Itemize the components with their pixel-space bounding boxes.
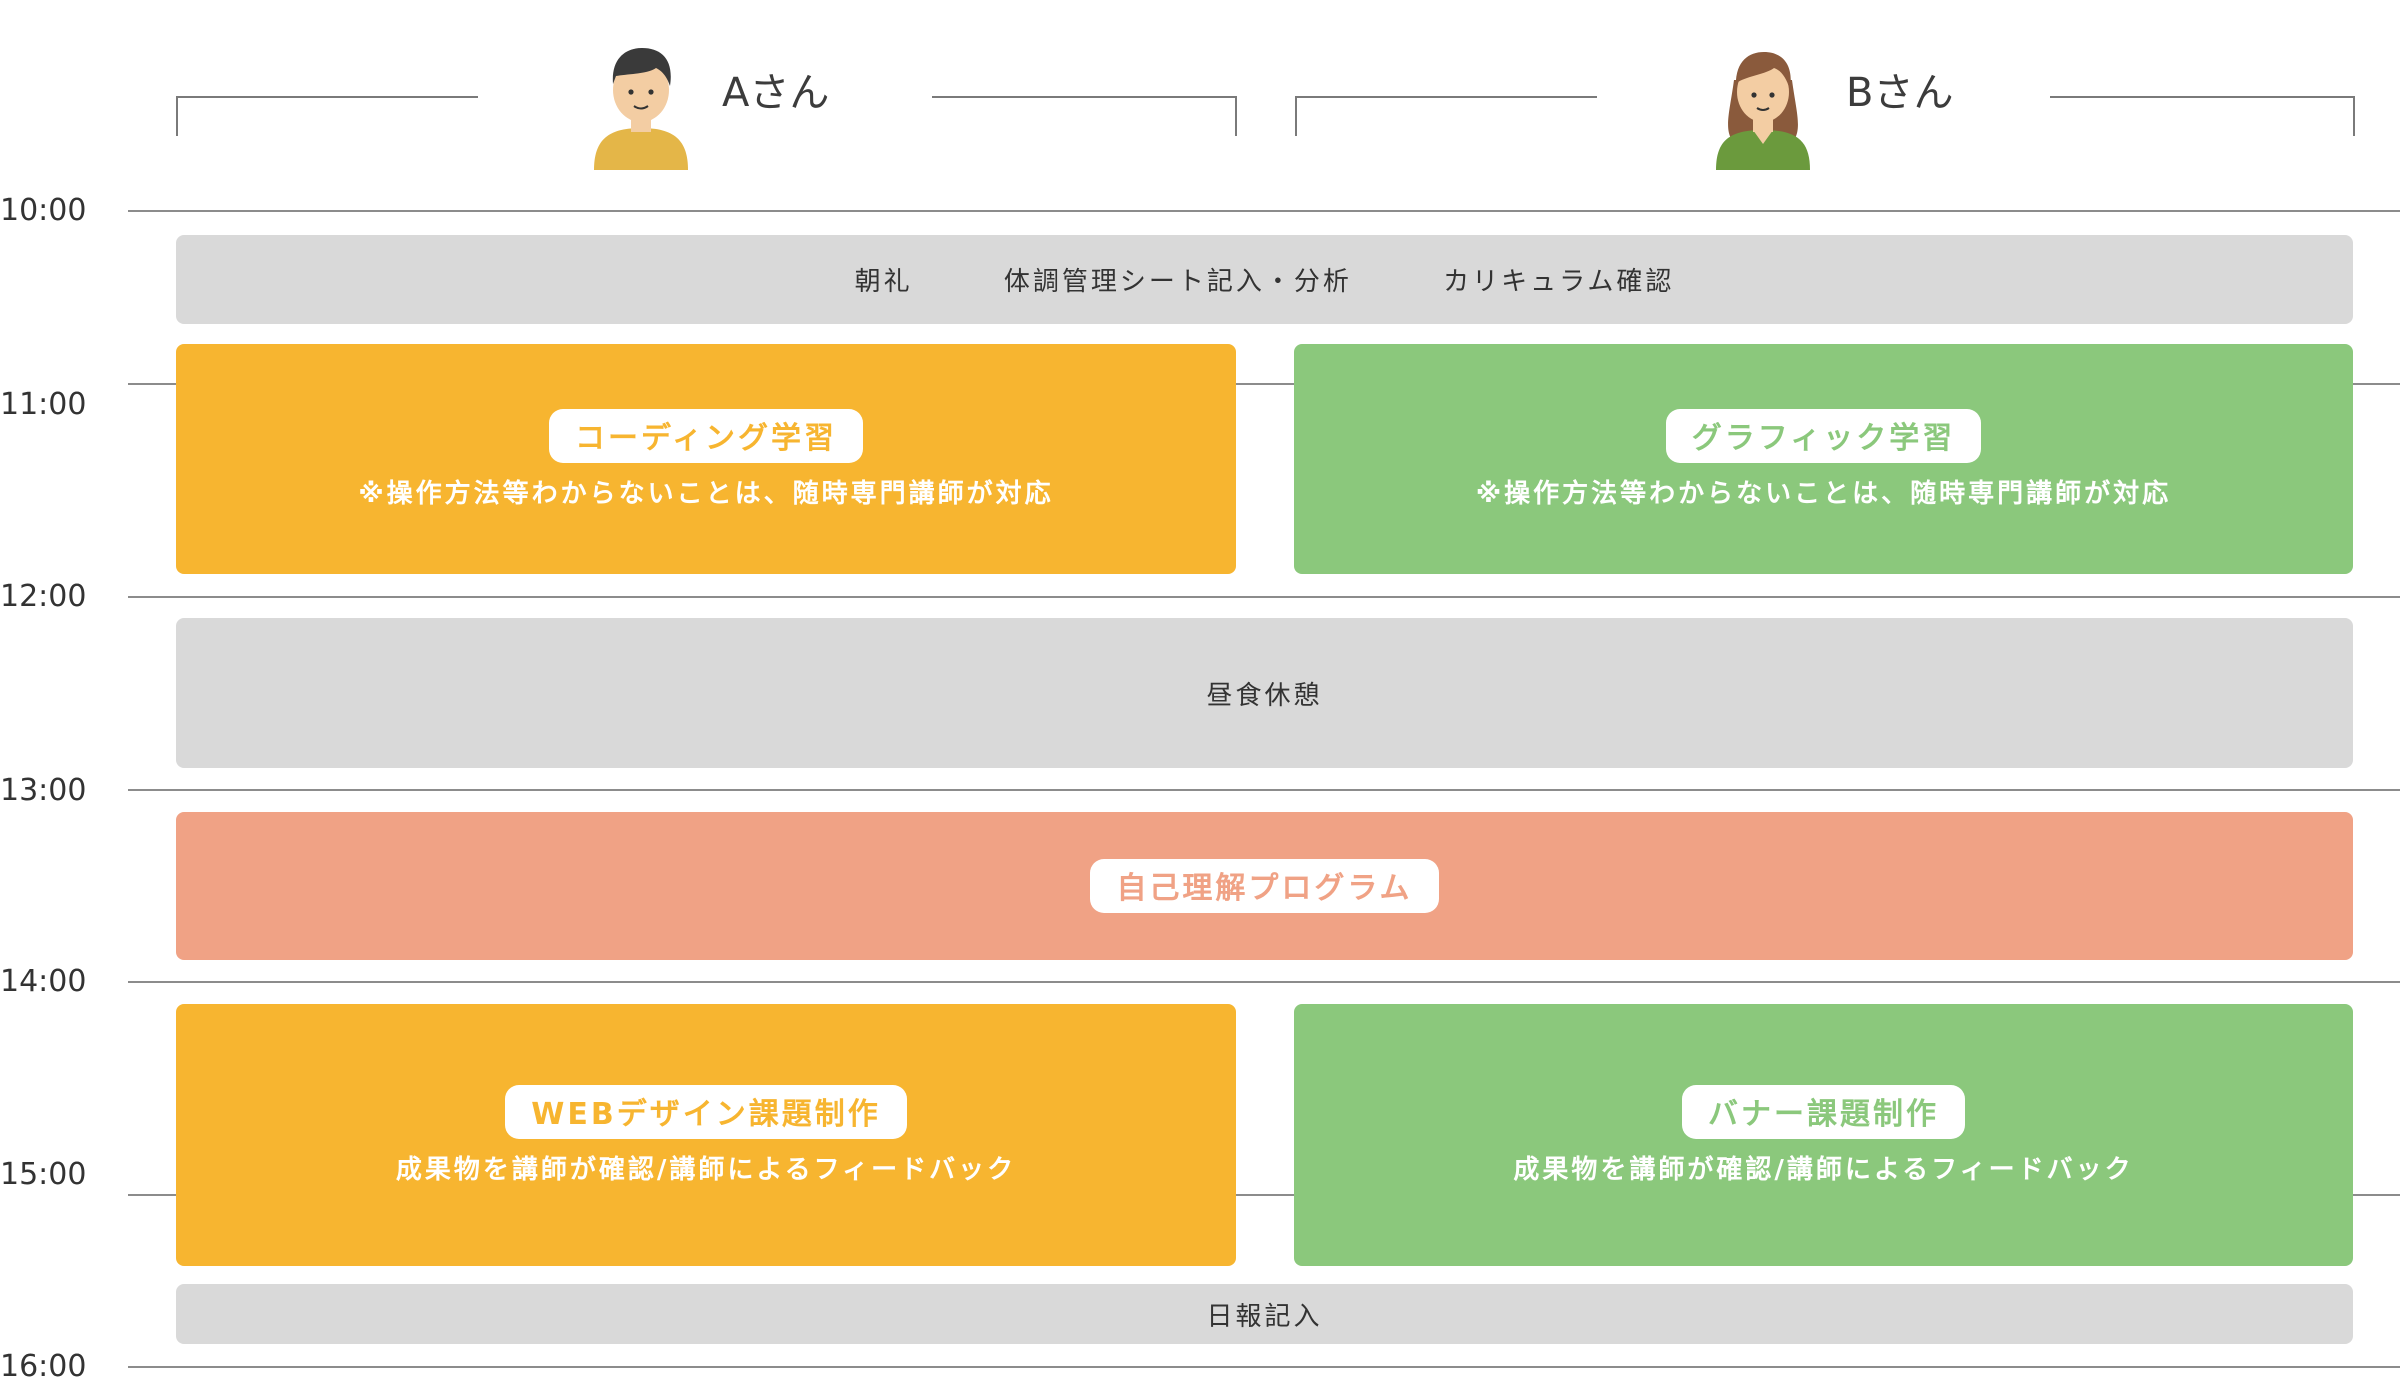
person-a [586, 40, 696, 170]
time-label: 13:00 [0, 773, 87, 808]
report-label: 日報記入 [1206, 1301, 1323, 1332]
man-avatar-icon [594, 48, 688, 170]
hour-line [128, 981, 2400, 983]
time-label: 10:00 [0, 193, 87, 228]
study-block-a: コーディング学習 ※操作方法等わからないことは、随時専門講師が対応 [176, 344, 1236, 574]
time-label: 15:00 [0, 1157, 87, 1192]
header-bracket-b-right [2050, 96, 2355, 136]
report-block: 日報記入 [176, 1284, 2353, 1344]
task-b-title: バナー課題制作 [1682, 1084, 1965, 1139]
study-a-title: コーディング学習 [549, 408, 863, 463]
task-a-note: 成果物を講師が確認/講師によるフィードバック [395, 1154, 1017, 1185]
lunch-block: 昼食休憩 [176, 618, 2353, 768]
header-bracket-a-right [932, 96, 1237, 136]
woman-avatar-icon [1716, 52, 1810, 170]
time-label: 16:00 [0, 1349, 87, 1384]
lunch-label: 昼食休憩 [1206, 680, 1323, 711]
hour-line [128, 789, 2400, 791]
person-b [1708, 40, 1818, 170]
hour-line [128, 596, 2400, 598]
morning-items: 朝礼 体調管理シート記入・分析 カリキュラム確認 [815, 261, 1715, 298]
hour-line [128, 1366, 2400, 1368]
program-block: 自己理解プログラム [176, 812, 2353, 960]
header-bracket-a-left [176, 96, 478, 136]
study-b-note: ※操作方法等わからないことは、随時専門講師が対応 [1475, 478, 2172, 509]
task-block-b: バナー課題制作 成果物を講師が確認/講師によるフィードバック [1294, 1004, 2353, 1266]
program-title: 自己理解プログラム [1090, 859, 1439, 913]
task-a-title: WEBデザイン課題制作 [505, 1084, 907, 1139]
study-b-title: グラフィック学習 [1665, 408, 1982, 463]
hour-line [128, 1194, 2400, 1196]
hour-line [128, 210, 2400, 212]
morning-block: 朝礼 体調管理シート記入・分析 カリキュラム確認 [176, 235, 2353, 324]
person-a-name: Aさん [722, 70, 830, 116]
time-label: 11:00 [0, 387, 87, 422]
morning-item: カリキュラム確認 [1443, 267, 1675, 297]
time-label: 14:00 [0, 964, 87, 999]
time-label: 12:00 [0, 579, 87, 614]
person-b-name: Bさん [1846, 70, 1954, 116]
morning-item: 体調管理シート記入・分析 [1003, 267, 1352, 297]
header-bracket-b-left [1295, 96, 1597, 136]
morning-item: 朝礼 [854, 267, 913, 297]
task-b-note: 成果物を講師が確認/講師によるフィードバック [1513, 1154, 2134, 1185]
study-a-note: ※操作方法等わからないことは、随時専門講師が対応 [358, 478, 1054, 509]
study-block-b: グラフィック学習 ※操作方法等わからないことは、随時専門講師が対応 [1294, 344, 2353, 574]
task-block-a: WEBデザイン課題制作 成果物を講師が確認/講師によるフィードバック [176, 1004, 1236, 1266]
hour-line [128, 383, 2400, 385]
